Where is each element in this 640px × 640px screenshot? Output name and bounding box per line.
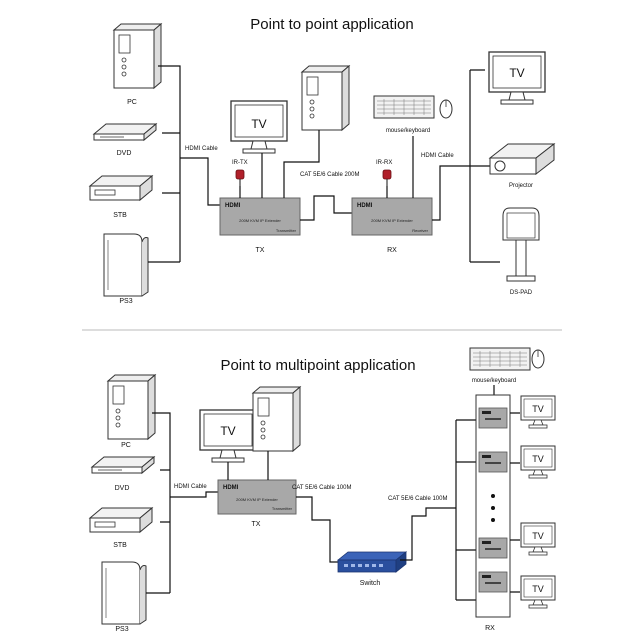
- rx-rack-label: RX: [485, 625, 495, 632]
- pc-label: PC: [127, 99, 137, 106]
- cat-cable-200m-label: CAT 5E/6 Cable 200M: [300, 172, 359, 178]
- tx-extender-unit: [219, 197, 301, 236]
- cat-cable-100m-label-2: CAT 5E/6 Cable 100M: [388, 496, 447, 502]
- rx-rack-output-wires: [510, 412, 520, 593]
- local-pc-tower-icon: [301, 65, 350, 131]
- ir-rx-label: IR-RX: [376, 160, 392, 166]
- local-tv-label: TV: [251, 117, 266, 131]
- stb-label: STB: [113, 212, 127, 219]
- projector-icon: [488, 142, 556, 176]
- tx-unit-type-2: Transmitter: [272, 506, 293, 511]
- cat-cable-100m-wire: [296, 496, 340, 563]
- local-tv-label-2: TV: [220, 424, 235, 438]
- remote-tv-label: TV: [509, 66, 524, 80]
- rx-unit-model: 200M KVM IP Extender: [371, 218, 413, 223]
- rx-card-3: [478, 537, 508, 559]
- tx-unit-brand-2: HDMI: [223, 485, 239, 491]
- pc-tower-icon-2: [107, 374, 156, 440]
- mouse-keyboard-label-bottom: mouse/keyboard: [472, 378, 516, 384]
- projector-label: Projector: [509, 183, 533, 189]
- ps3-label: PS3: [119, 298, 132, 305]
- stb-icon: [89, 175, 153, 201]
- source-bus-wire-2: [146, 412, 171, 594]
- output-tv-3-label: TV: [532, 531, 544, 541]
- local-pc-tower-icon-2: [252, 386, 301, 452]
- rx-output-wire: [432, 69, 500, 263]
- section-title-point-to-multipoint: Point to multipoint application: [220, 357, 415, 374]
- pc-tower-icon: [113, 23, 162, 89]
- ir-tx-label: IR-TX: [232, 160, 248, 166]
- tx-unit-model-2: 200M KVM IP Extender: [236, 497, 278, 502]
- mouse-keyboard-label-top: mouse/keyboard: [386, 128, 430, 134]
- output-tv-2-label: TV: [532, 454, 544, 464]
- keyboard-icon-top: [373, 95, 435, 119]
- cat-cable-100m-wire-2: [400, 419, 476, 601]
- cat-cable-200m-wire: [300, 195, 352, 221]
- section-title-point-to-point: Point to point application: [250, 16, 413, 33]
- ps3-console-icon-2: [101, 561, 147, 625]
- hdmi-cable-label-tx: HDMI Cable: [185, 146, 218, 152]
- ps3-console-icon: [103, 233, 149, 297]
- rx-label: RX: [387, 247, 397, 254]
- tx-local-wires-2: [227, 451, 269, 480]
- source-bus-wire: [148, 65, 181, 263]
- pc-label-2: PC: [121, 442, 131, 449]
- tx-unit-brand: HDMI: [225, 203, 241, 209]
- dvd-label-2: DVD: [115, 485, 130, 492]
- mouse-icon-bottom: [531, 349, 545, 369]
- ds-pad-kiosk-icon: [502, 207, 540, 282]
- more-receivers-ellipsis: [491, 494, 495, 522]
- rx-card-4: [478, 571, 508, 593]
- tx-unit-type: Transmitter: [276, 228, 297, 233]
- rx-card-2: [478, 451, 508, 473]
- rx-card-1: [478, 407, 508, 429]
- tx-label: TX: [256, 247, 265, 254]
- tx-label-2: TX: [252, 521, 261, 528]
- dvd-player-icon-2: [91, 456, 155, 474]
- hdmi-wire-to-tx: [180, 157, 220, 206]
- hdmi-wire-to-tx-2: [170, 491, 218, 498]
- network-switch-icon: [336, 551, 408, 573]
- rx-unit-type: Receiver: [412, 228, 428, 233]
- ir-rx-sensor-icon: [382, 169, 392, 187]
- cat-cable-100m-label: CAT 5E/6 Cable 100M: [292, 485, 351, 491]
- rx-unit-brand: HDMI: [357, 203, 373, 209]
- mouse-icon-top: [439, 99, 453, 119]
- rx-extender-unit: [351, 197, 433, 236]
- hdmi-cable-label-tx-2: HDMI Cable: [174, 484, 207, 490]
- hdmi-cable-label-rx: HDMI Cable: [421, 153, 454, 159]
- output-tv-1-label: TV: [532, 404, 544, 414]
- output-tv-4-label: TV: [532, 584, 544, 594]
- keyboard-icon-bottom: [469, 347, 531, 371]
- dvd-player-icon: [93, 123, 157, 141]
- ds-pad-label: DS-PAD: [510, 290, 533, 296]
- tx-unit-model: 200M KVM IP Extender: [239, 218, 281, 223]
- ps3-label-2: PS3: [115, 626, 128, 633]
- dvd-label: DVD: [117, 150, 132, 157]
- stb-label-2: STB: [113, 542, 127, 549]
- tx-local-wires: [261, 130, 320, 198]
- stb-icon-2: [89, 507, 153, 533]
- switch-label: Switch: [360, 580, 381, 587]
- ir-tx-sensor-icon: [235, 169, 245, 187]
